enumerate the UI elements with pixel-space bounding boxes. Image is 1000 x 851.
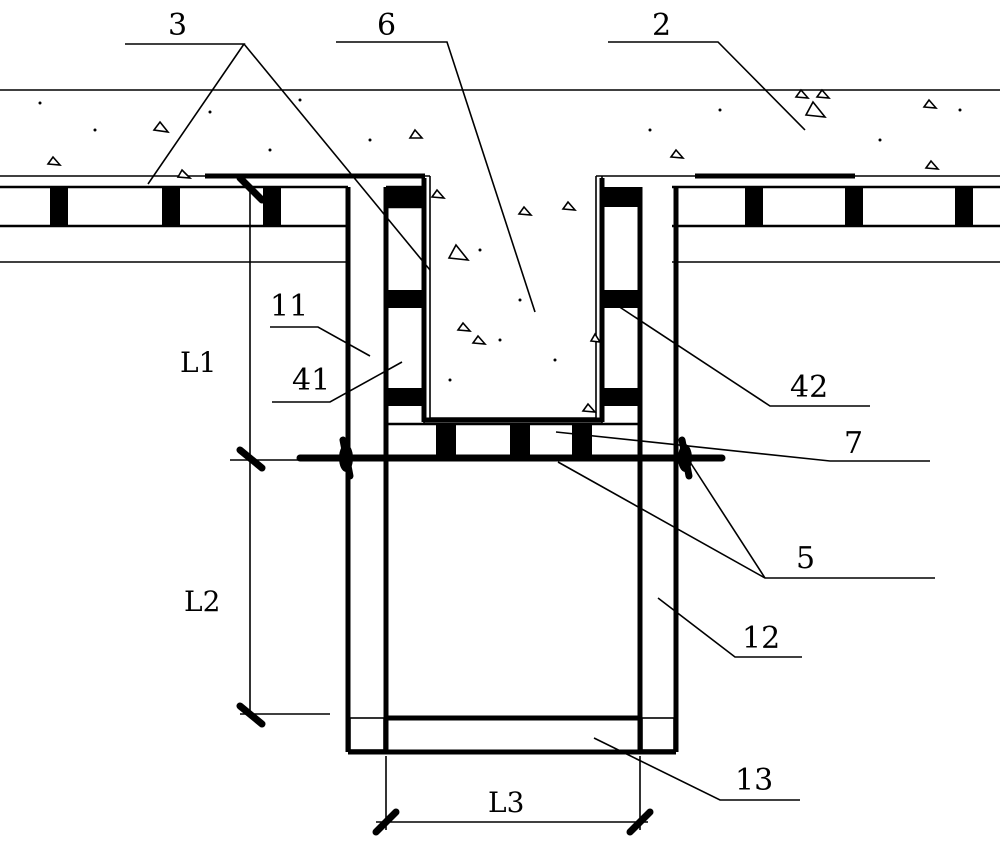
concrete-aggregate	[38, 88, 962, 413]
label-3: 3	[168, 8, 187, 43]
label-13: 13	[735, 763, 773, 798]
label-11: 11	[270, 289, 308, 324]
label-2: 2	[652, 8, 671, 43]
label-12: 12	[742, 621, 780, 656]
concrete-slab	[0, 89, 1000, 177]
dimension-L2: L2	[184, 585, 220, 618]
leader-lines	[125, 41, 935, 801]
truss-joist-layer	[0, 185, 1000, 263]
dimension-lines	[230, 174, 654, 836]
vertical-posts	[345, 187, 679, 752]
label-7: 7	[844, 426, 863, 461]
dimension-L1: L1	[180, 346, 216, 379]
base-beam	[348, 715, 676, 755]
dimension-labels: L1 L2 L3	[180, 346, 524, 819]
concrete-trough	[423, 176, 603, 425]
bottom-beams	[386, 422, 640, 456]
dimension-L3: L3	[488, 786, 524, 819]
part-labels: 3 6 2 11 41 42 7 5 12 13	[168, 8, 863, 798]
wall-keels	[386, 185, 640, 406]
label-6: 6	[377, 8, 396, 43]
label-5: 5	[796, 541, 815, 576]
label-41: 41	[292, 363, 330, 398]
label-42: 42	[790, 370, 828, 405]
